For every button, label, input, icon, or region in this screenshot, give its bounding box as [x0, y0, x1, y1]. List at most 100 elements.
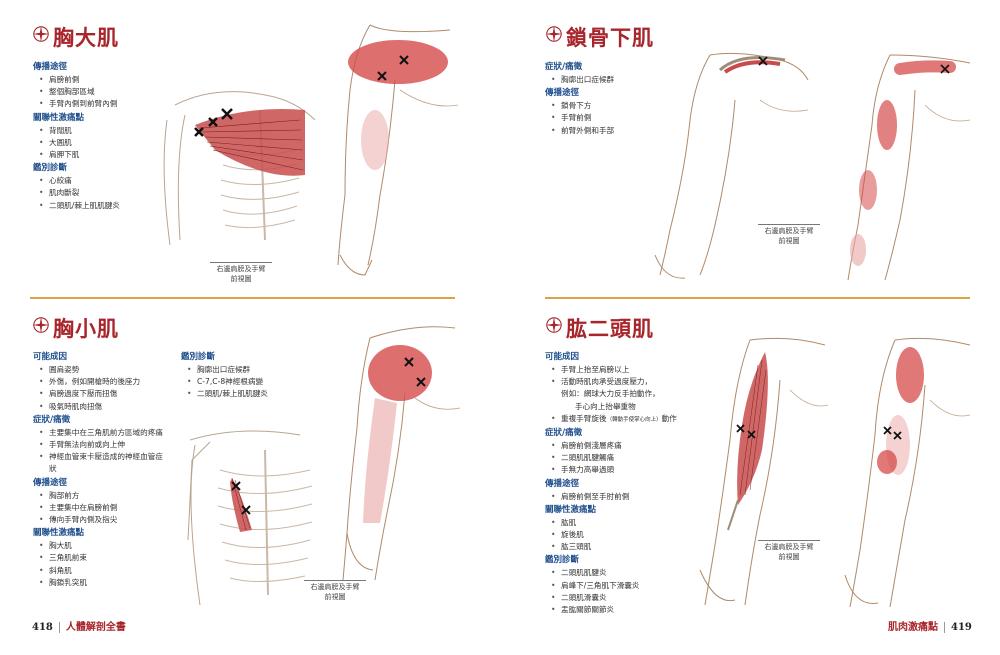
heading: 症狀/痛徵: [545, 428, 583, 439]
list-item: 肱肌: [545, 517, 745, 529]
list-item: 外傷，例如開槍時的後座力: [33, 376, 183, 388]
heading: 鑑別診斷: [181, 352, 216, 362]
list-item: 傳向手臂內側及指尖: [33, 514, 183, 526]
page-number: 418: [32, 622, 53, 633]
section-divider: [545, 297, 970, 299]
list-item: 肌肉斷裂: [33, 187, 173, 199]
list-item: 前臂外側和手部: [545, 125, 685, 137]
heading: 傳播途徑: [545, 478, 580, 489]
trigger-point-markers: [231, 481, 251, 515]
heading: 可能成因: [545, 352, 580, 362]
trigger-point-markers: [194, 108, 233, 137]
biceps-pain-pattern: [844, 337, 971, 608]
list-item: 肩胛下肌: [33, 149, 173, 161]
list-item: 大圓肌: [33, 137, 173, 149]
list-item: 手臂內側到前臂內側: [33, 98, 173, 110]
list-item: 二頭肌/棘上肌肌腱炎: [181, 388, 316, 400]
list-item: C-7,C-8神經根病變: [181, 376, 316, 388]
biceps-text: 可能成因 手臂上抬至肩膀以上 活動時肌肉承受過度壓力， 例如：網球大力反手拍動作…: [545, 350, 745, 616]
list-item: 手臂上抬至肩膀以上: [545, 364, 745, 376]
trigger-point-markers: [883, 426, 902, 440]
heading: 症狀/痛徵: [33, 414, 71, 425]
list-item: 手臂前側: [545, 112, 685, 124]
list-item: 斜角肌: [33, 565, 183, 577]
list-item: 心絞痛: [33, 175, 173, 187]
list-item: 盂肱關節關節炎: [545, 604, 745, 616]
list-item: 肩膀前側至手肘前側: [545, 491, 745, 503]
list-item: 手無力高舉過頭: [545, 464, 745, 476]
figure-caption: 右邊肩膀及手臂 前視圖: [210, 262, 272, 284]
list-item: 胸鎖乳突肌: [33, 577, 183, 589]
heading: 關聯性激痛點: [33, 112, 85, 123]
list-item: 肩膀前側淺層疼痛: [545, 440, 745, 452]
list-item: 圓肩姿勢: [33, 364, 183, 376]
section-title-pectoralis-minor: 胸小肌: [53, 316, 119, 341]
list-item: 二頭肌肌腱炎: [545, 567, 745, 579]
pectoralis-major-anatomy-illustration: [163, 91, 316, 246]
pectoralis-minor-anatomy-illustration: [187, 430, 313, 606]
heading: 傳播途徑: [33, 477, 68, 488]
compass-icon: [545, 25, 563, 43]
trigger-point-markers: [377, 55, 409, 81]
heading: 傳播途徑: [33, 62, 68, 72]
biceps-anatomy-illustration: [699, 337, 829, 606]
list-item: 肩膀前側: [33, 74, 173, 86]
list-item: 鎖骨下方: [545, 100, 685, 112]
compass-icon: [545, 316, 563, 334]
subclavius-text: 症狀/痛徵 胸廓出口症候群 傳播途徑 鎖骨下方 手臂前側 前臂外側和手部: [545, 60, 685, 137]
list-item: 胸廓出口症候群: [545, 74, 685, 86]
pectoralis-major-pain-pattern: [337, 24, 459, 276]
figure-caption: 右邊肩膀及手臂 前視圖: [758, 224, 820, 246]
list-item: 旋後肌: [545, 529, 745, 541]
heading: 傳播途徑: [545, 88, 580, 99]
list-item-continuation: 狀: [49, 464, 57, 474]
list-item: 胸廓出口症候群: [181, 364, 316, 376]
list-item: 肱三頭肌: [545, 541, 745, 553]
heading: 鑑別診斷: [33, 163, 68, 174]
list-item: 神經血管束卡壓造成的神經血管症: [33, 451, 183, 463]
heading: 鑑別診斷: [545, 555, 580, 566]
section-title-pectoralis-major: 胸大肌: [53, 25, 119, 50]
figure-caption: 右邊肩膀及手臂 前視圖: [758, 540, 820, 562]
section-title-subclavius: 鎖骨下肌: [566, 25, 654, 50]
pectoralis-minor-text-col2: 鑑別診斷 胸廓出口症候群 C-7,C-8神經根病變 二頭肌/棘上肌肌腱炎: [181, 350, 316, 401]
chapter-title: 肌肉激痛點: [888, 622, 938, 633]
list-item: 吸氣時肌肉扭傷: [33, 401, 183, 413]
list-item: 手臂無法向前或向上伸: [33, 439, 183, 451]
book-title: 人體解剖全書: [65, 622, 126, 633]
list-item: 主要集中在肩膀前側: [33, 502, 183, 514]
trigger-point-markers: [736, 424, 756, 439]
footer-left: 418 人體解剖全書: [32, 618, 126, 633]
list-item: 二頭肌/棘上肌肌腱炎: [33, 200, 173, 212]
subclavius-pain-pattern: [847, 54, 971, 281]
heading: 症狀/痛徵: [545, 62, 583, 72]
compass-icon: [32, 25, 50, 43]
list-item: 整個胸部區域: [33, 86, 173, 98]
pectoralis-minor-pain-pattern: [342, 326, 461, 581]
section-title-biceps: 肱二頭肌: [566, 316, 654, 341]
trigger-point-marker: [940, 64, 950, 74]
list-item: 活動時肌肉承受過度壓力，: [545, 376, 745, 388]
list-item: 胸部前方: [33, 490, 183, 502]
figure-caption: 右邊肩膀及手臂 前視圖: [304, 580, 366, 602]
list-item: 三角肌前束: [33, 552, 183, 564]
list-item: 肩峰下/三角肌下滑囊炎: [545, 580, 745, 592]
list-item: 主要集中在三角肌前方區域的疼痛: [33, 427, 183, 439]
pectoralis-major-text: 傳播途徑 肩膀前側 整個胸部區域 手臂內側到前臂內側 關聯性激痛點 背闊肌 大圓…: [33, 60, 173, 212]
trigger-point-markers: [404, 357, 426, 387]
list-item: 背闊肌: [33, 125, 173, 137]
list-item: 重複手臂旋後（轉動手使掌心向上）動作: [545, 413, 745, 426]
compass-icon: [32, 316, 50, 334]
list-item: 二頭肌肌腱觸痛: [545, 452, 745, 464]
pectoralis-minor-text: 可能成因 圓肩姿勢 外傷，例如開槍時的後座力 肩膀過度下壓而扭傷 吸氣時肌肉扭傷…: [33, 350, 183, 589]
footer-right: 肌肉激痛點 419: [888, 618, 972, 633]
heading: 關聯性激痛點: [545, 504, 597, 515]
subclavius-anatomy-illustration: [654, 52, 809, 279]
list-item-continuation: 例如：網球大力反手拍動作，: [561, 389, 660, 399]
list-item: 肩膀過度下壓而扭傷: [33, 388, 183, 400]
section-divider: [30, 297, 455, 299]
page-number: 419: [951, 622, 972, 633]
heading: 關聯性激痛點: [33, 528, 85, 539]
list-item: 胸大肌: [33, 540, 183, 552]
list-item-continuation: 手心向上抬舉重物: [575, 401, 636, 411]
